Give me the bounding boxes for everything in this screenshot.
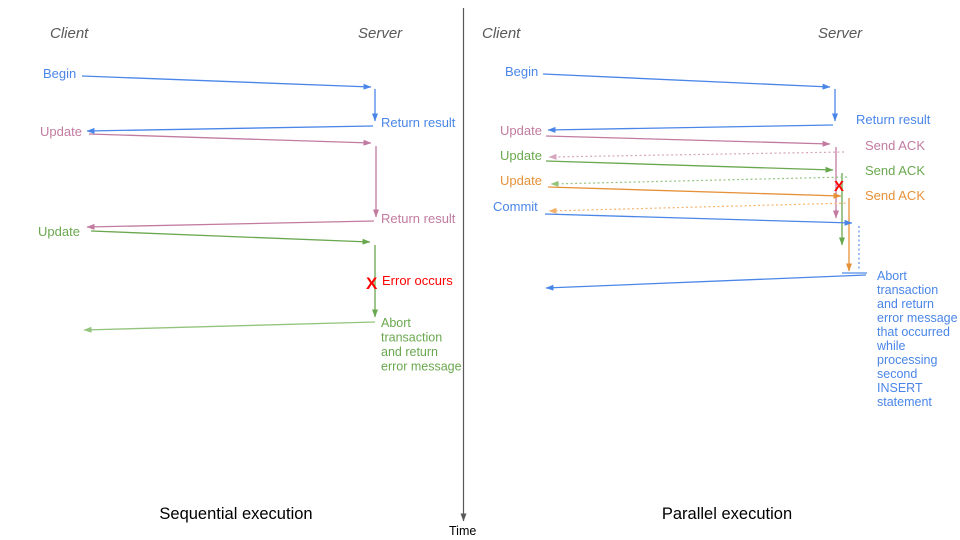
left-update1-label: Update bbox=[40, 124, 82, 139]
right-abort-line-10: statement bbox=[877, 395, 932, 409]
right-update3-label: Update bbox=[500, 173, 542, 188]
left-return-result-2-line bbox=[86, 220, 375, 230]
right-return-result-label: Return result bbox=[856, 112, 931, 127]
left-begin-request-line bbox=[81, 75, 372, 90]
right-abort-line-1: Abort bbox=[877, 269, 907, 283]
left-update2-request-line bbox=[90, 230, 371, 245]
right-ack1-return-line bbox=[548, 151, 845, 160]
right-error-x-icon: X bbox=[834, 178, 844, 195]
left-abort-line-1: Abort bbox=[381, 316, 411, 330]
right-abort-line-2: transaction bbox=[877, 283, 938, 297]
right-send-ack-1-label: Send ACK bbox=[865, 138, 925, 153]
right-update3-request-line bbox=[547, 186, 842, 199]
right-send-ack-3-label: Send ACK bbox=[865, 188, 925, 203]
left-error-occurs-label: Error occurs bbox=[382, 273, 453, 288]
left-begin-label: Begin bbox=[43, 66, 76, 81]
left-client-header: Client bbox=[50, 25, 89, 42]
sequential-panel: Client Server Begin Return result Update… bbox=[38, 25, 462, 523]
right-abort-line-3: and return bbox=[877, 297, 934, 311]
right-begin-request-line bbox=[542, 73, 831, 90]
left-abort-line-2: transaction bbox=[381, 331, 442, 345]
time-axis: Time bbox=[449, 8, 476, 538]
left-abort-line-4: error message bbox=[381, 360, 462, 374]
right-abort-return-line bbox=[545, 274, 867, 291]
right-update1-request-line bbox=[545, 135, 831, 147]
right-return-result-line bbox=[547, 124, 834, 133]
right-ack2-return-line bbox=[550, 176, 848, 187]
right-server-header: Server bbox=[818, 25, 863, 42]
left-abort-line-3: and return bbox=[381, 345, 438, 359]
right-abort-line-9: INSERT bbox=[877, 381, 923, 395]
sequential-execution-title: Sequential execution bbox=[159, 505, 312, 523]
right-client-header: Client bbox=[482, 25, 521, 42]
right-commit-request-line bbox=[544, 213, 853, 226]
right-send-ack-2-label: Send ACK bbox=[865, 163, 925, 178]
left-update1-request-line bbox=[88, 133, 372, 146]
left-return-result-1-line bbox=[86, 125, 374, 134]
left-server-header: Server bbox=[358, 25, 403, 42]
right-abort-line-7: processing bbox=[877, 353, 937, 367]
right-abort-line-8: second bbox=[877, 367, 917, 381]
right-abort-line-5: that occurred bbox=[877, 325, 950, 339]
left-return-result-1-label: Return result bbox=[381, 115, 456, 130]
right-abort-line-4: error message bbox=[877, 311, 958, 325]
right-commit-label: Commit bbox=[493, 199, 538, 214]
parallel-execution-title: Parallel execution bbox=[662, 505, 792, 523]
left-error-x-icon: X bbox=[366, 274, 378, 293]
right-update2-request-line bbox=[545, 160, 834, 173]
right-update2-label: Update bbox=[500, 148, 542, 163]
time-axis-label: Time bbox=[449, 524, 476, 538]
right-update1-label: Update bbox=[500, 123, 542, 138]
parallel-panel: Client Server Begin Return result Update… bbox=[482, 25, 958, 523]
right-begin-label: Begin bbox=[505, 64, 538, 79]
left-update2-label: Update bbox=[38, 224, 80, 239]
right-ack3-return-line bbox=[548, 202, 851, 214]
left-abort-return-line bbox=[83, 321, 376, 333]
right-abort-line-6: while bbox=[876, 339, 906, 353]
left-return-result-2-label: Return result bbox=[381, 211, 456, 226]
